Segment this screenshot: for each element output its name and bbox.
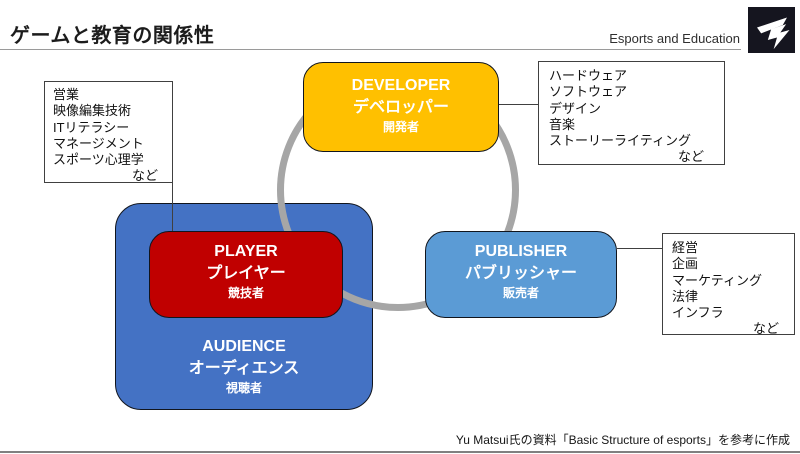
publisher-name-kana: パブリッシャー (464, 265, 577, 282)
list-item: スポーツ心理学 (53, 152, 144, 168)
list-item: マネージメント (53, 135, 144, 151)
developer-name-en: DEVELOPER (351, 77, 451, 94)
bottom-divider (0, 451, 800, 453)
list-item: インフラ (672, 305, 724, 321)
publisher-name-ja: 販売者 (502, 286, 539, 300)
player-name-kana: プレイヤー (206, 265, 286, 282)
developer-skills-list: ハードウェア ソフトウェア デザイン 音楽 ストーリーライティング など (538, 61, 725, 165)
audience-name-en: AUDIENCE (202, 338, 286, 355)
list-etc-label: など (677, 149, 704, 165)
list-item: 音楽 (549, 116, 576, 132)
list-item: ハードウェア (549, 68, 628, 83)
header-subtitle: Esports and Education (609, 31, 740, 46)
list-item: 企画 (672, 256, 699, 272)
list-etc-label: など (131, 168, 158, 184)
developer-name-ja: 開発者 (382, 120, 419, 134)
developer-name-kana: デベロッパー (352, 99, 449, 116)
audience-labels: AUDIENCE オーディエンス 視聴者 (116, 336, 372, 396)
audience-name-kana: オーディエンス (188, 360, 300, 377)
list-item: マーケティング (672, 272, 762, 288)
list-item: ストーリーライティング (549, 133, 691, 149)
list-etc-label: など (752, 321, 779, 337)
player-name-ja: 競技者 (227, 286, 264, 300)
audience-name-ja: 視聴者 (225, 381, 262, 395)
connector-player-to-list (172, 183, 173, 232)
page-title: ゲームと教育の関係性 (10, 25, 215, 47)
list-item: ソフトウェア (549, 84, 628, 100)
player-box: PLAYER プレイヤー 競技者 (149, 231, 343, 318)
list-item: デザイン (549, 100, 602, 116)
list-item: ITリテラシー (53, 119, 130, 135)
connector-publisher-to-list (617, 248, 662, 249)
player-name-en: PLAYER (214, 243, 278, 260)
source-credit: Yu Matsui氏の資料「Basic Structure of esports… (455, 433, 790, 447)
brand-logo-icon (752, 10, 792, 50)
publisher-name-en: PUBLISHER (474, 243, 568, 260)
connector-developer-to-list (499, 104, 538, 105)
publisher-skills-list: 経営 企画 マーケティング 法律 インフラ など (662, 233, 795, 337)
list-item: 経営 (672, 240, 699, 255)
title-divider (0, 49, 741, 50)
player-skills-list: 営業 映像編集技術 ITリテラシー マネージメント スポーツ心理学 など (44, 81, 173, 183)
list-item: 映像編集技術 (53, 103, 132, 119)
list-item: 営業 (53, 87, 80, 102)
list-item: 法律 (672, 288, 699, 304)
brand-logo (748, 7, 795, 53)
publisher-box: PUBLISHER パブリッシャー 販売者 (425, 231, 617, 318)
developer-box: DEVELOPER デベロッパー 開発者 (303, 62, 499, 152)
